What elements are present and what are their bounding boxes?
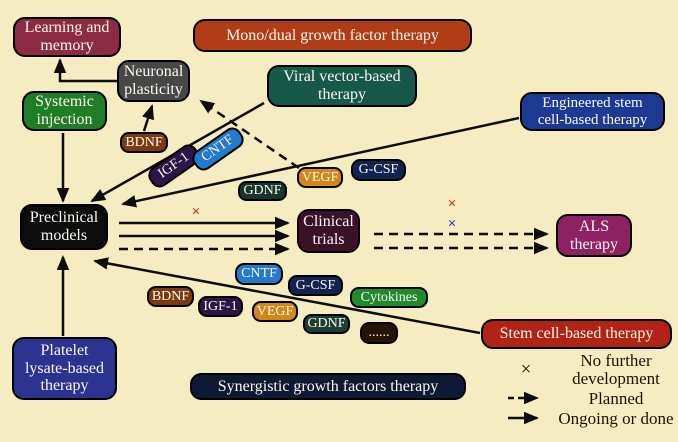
stem-cell-based-therapy-box: Stem cell-based therapy [481, 319, 672, 349]
legend-row-planned: Planned [498, 388, 678, 408]
igf1-lower-box: IGF-1 [198, 296, 243, 317]
solid-arrow-icon [498, 410, 554, 428]
gcsf-upper-box: G-CSF [351, 159, 406, 181]
legend-label-ongoing: Ongoing or done [558, 408, 674, 428]
cntf-upper-box: CNTF [188, 123, 248, 175]
gdnf-lower-box: GDNF [303, 314, 350, 334]
no-development-mark-clinical-red: × [448, 196, 457, 212]
vegf-lower-box: VEGF [252, 301, 298, 322]
arrow-neuronal-plasticity-to-learning-and-memory [53, 57, 117, 83]
synergistic-growth-factors-therapy-box: Synergistic growth factors therapy [190, 373, 466, 400]
als-therapy-box: ALS therapy [556, 214, 632, 257]
legend-row-no-development: × No further development [498, 352, 678, 388]
mono-dual-growth-factor-therapy-box: Mono/dual growth factor therapy [193, 19, 472, 52]
no-development-mark-preclinical: × [192, 204, 201, 220]
gdnf-upper-box: GDNF [238, 181, 287, 201]
cross-icon: × [520, 359, 532, 381]
legend-label-no-development: No further development [572, 351, 660, 388]
legend-row-ongoing: Ongoing or done [498, 408, 678, 428]
cntf-lower-box: CNTF [235, 263, 283, 285]
bdnf-lower-box: BDNF [147, 286, 194, 307]
no-development-mark-clinical-blue: × [448, 216, 457, 232]
cytokines-box: Cytokines [350, 287, 428, 308]
arrow-bdnf-upper-to-neuronal-plasticity [142, 104, 154, 132]
preclinical-models-box: Preclinical models [20, 204, 108, 250]
systemic-injection-box: Systemic injection [22, 91, 107, 131]
platelet-lysate-based-therapy-box: Platelet lysate-based therapy [12, 337, 117, 400]
more-factors-box: ...... [360, 322, 398, 344]
vegf-upper-box: VEGF [297, 167, 343, 188]
clinical-trials-box: Clinical trials [297, 209, 360, 253]
learning-and-memory-box: Learning and memory [13, 17, 121, 57]
viral-vector-based-therapy-box: Viral vector-based therapy [267, 65, 417, 107]
neuronal-plasticity-box: Neuronal plasticity [117, 60, 190, 102]
dashed-arrow-icon [498, 390, 554, 408]
bdnf-upper-box: BDNF [120, 132, 168, 153]
engineered-stem-cell-based-therapy-box: Engineered stem cell-based therapy [520, 92, 665, 131]
legend-label-planned: Planned [588, 388, 644, 408]
gcsf-lower-box: G-CSF [288, 275, 343, 296]
legend: × No further development Planned Ongoing… [498, 352, 678, 429]
